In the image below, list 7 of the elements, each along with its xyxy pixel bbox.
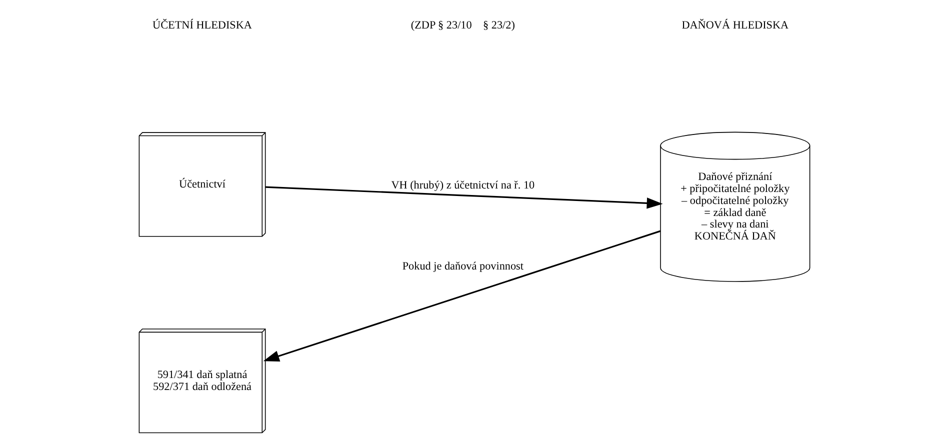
edge-label: Pokud je daňová povinnost: [402, 260, 524, 272]
edge-label: VH (hrubý) z účetnictví na ř. 10: [391, 180, 535, 192]
arrow: [266, 186, 663, 209]
label: ÚČETNÍ HLEDISKA: [152, 20, 252, 32]
arrow: [263, 230, 661, 362]
label: DAŇOVÁ HLEDISKA: [682, 20, 789, 32]
label: (ZDP § 23/10 § 23/2): [410, 20, 515, 32]
